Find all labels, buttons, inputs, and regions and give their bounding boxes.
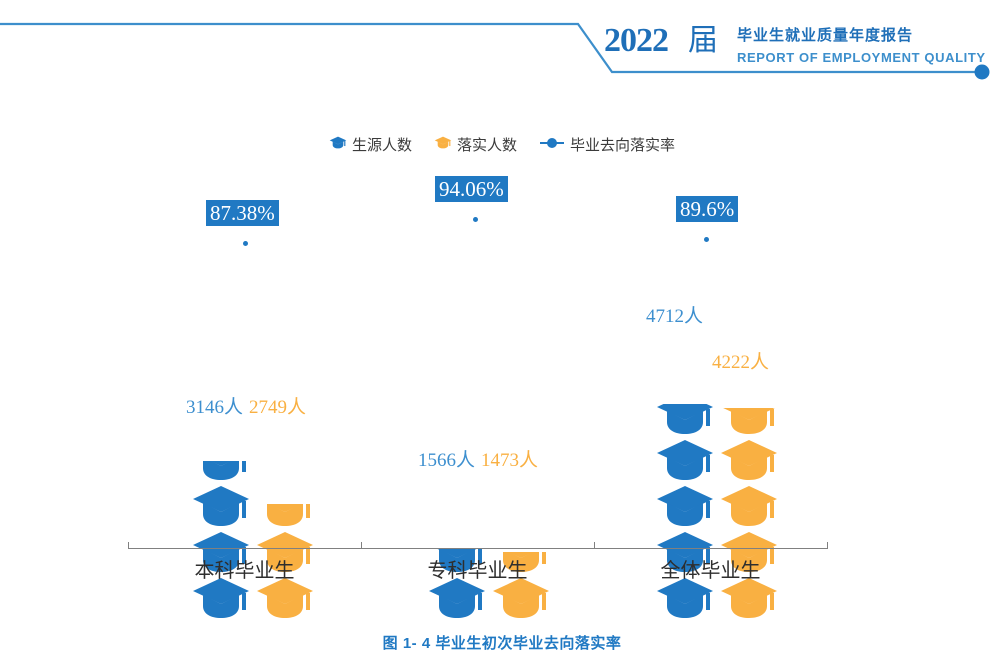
graduation-cap-icon [428,548,486,574]
graduation-cap-icon [329,136,347,154]
rate-point-all-graduates [704,237,709,242]
graduation-cap-icon [428,574,486,620]
rate-label-all-graduates: 89.6% [676,196,739,222]
legend-item-source-count[interactable]: 生源人数 [329,136,412,154]
x-axis-line [128,548,828,549]
header-rule-graphic [0,22,990,80]
report-header: 2022 届 毕业生就业质量年度报告 REPORT OF EMPLOYMENT … [0,0,1004,100]
pictogram-column-placed-junior-college [492,172,550,620]
x-axis-tick [361,542,362,549]
x-axis-label-all-graduates: 全体毕业生 [660,560,761,582]
legend-item-placement-rate[interactable]: 毕业去向落实率 [539,136,675,154]
rate-point-junior-college [473,217,478,222]
graduation-cap-icon [720,574,778,620]
x-axis-label-undergraduate: 本科毕业生 [194,560,295,582]
value-label-placed-all-graduates: 4222人 [712,352,770,373]
pictogram-column-placed-all-graduates [720,172,778,620]
header-title-en: REPORT OF EMPLOYMENT QUALITY [737,50,986,65]
header-year: 2022 [604,22,669,59]
line-dot-marker-icon [539,136,565,154]
value-label-source-junior-college: 1566人 [418,450,476,471]
figure-caption: 图 1- 4 毕业生初次毕业去向落实率 [382,635,622,652]
pictogram-column-source-undergraduate [192,172,250,620]
value-label-placed-junior-college: 1473人 [481,450,539,471]
x-axis-label-junior-college: 专科毕业生 [427,560,528,582]
header-title-cn: 毕业生就业质量年度报告 [737,27,914,44]
legend-label: 落实人数 [456,136,517,154]
graduation-cap-icon [256,528,314,574]
graduation-cap-icon [720,408,778,436]
value-label-source-all-graduates: 4712人 [646,306,704,327]
pictogram-chart: 生源人数 落实人数 毕业去向落实率 87.38% 94 [0,100,1004,620]
header-end-dot [974,64,990,80]
pictogram-column-source-junior-college [428,172,486,620]
x-axis-tick [827,542,828,549]
legend-label: 生源人数 [351,136,412,154]
rate-label-undergraduate: 87.38% [206,200,279,226]
value-label-placed-undergraduate: 2749人 [249,397,307,418]
value-label-source-undergraduate: 3146人 [186,397,244,418]
x-axis-tick [128,542,129,549]
graduation-cap-icon [192,461,250,482]
graduation-cap-icon [192,574,250,620]
graduation-cap-icon [656,482,714,528]
graduation-cap-icon [656,528,714,574]
graduation-cap-icon [492,574,550,620]
header-year-suffix: 届 [688,24,718,57]
graduation-cap-icon [192,528,250,574]
graduation-cap-icon [492,552,550,574]
graduation-cap-icon [656,404,714,436]
graduation-cap-icon [256,504,314,528]
graduation-cap-icon [656,574,714,620]
graduation-cap-icon [720,482,778,528]
pictogram-column-placed-undergraduate [256,172,314,620]
legend-label: 毕业去向落实率 [570,136,676,154]
chart-legend: 生源人数 落实人数 毕业去向落实率 [0,136,1004,154]
legend-item-placed-count[interactable]: 落实人数 [434,136,517,154]
graduation-cap-icon [192,482,250,528]
graduation-cap-icon [434,136,452,154]
graduation-cap-icon [656,436,714,482]
graduation-cap-icon [720,528,778,574]
rate-label-junior-college: 94.06% [435,176,508,202]
rate-point-undergraduate [243,241,248,246]
graduation-cap-icon [720,436,778,482]
x-axis-tick [594,542,595,549]
graduation-cap-icon [256,574,314,620]
pictogram-column-source-all-graduates [656,172,714,620]
